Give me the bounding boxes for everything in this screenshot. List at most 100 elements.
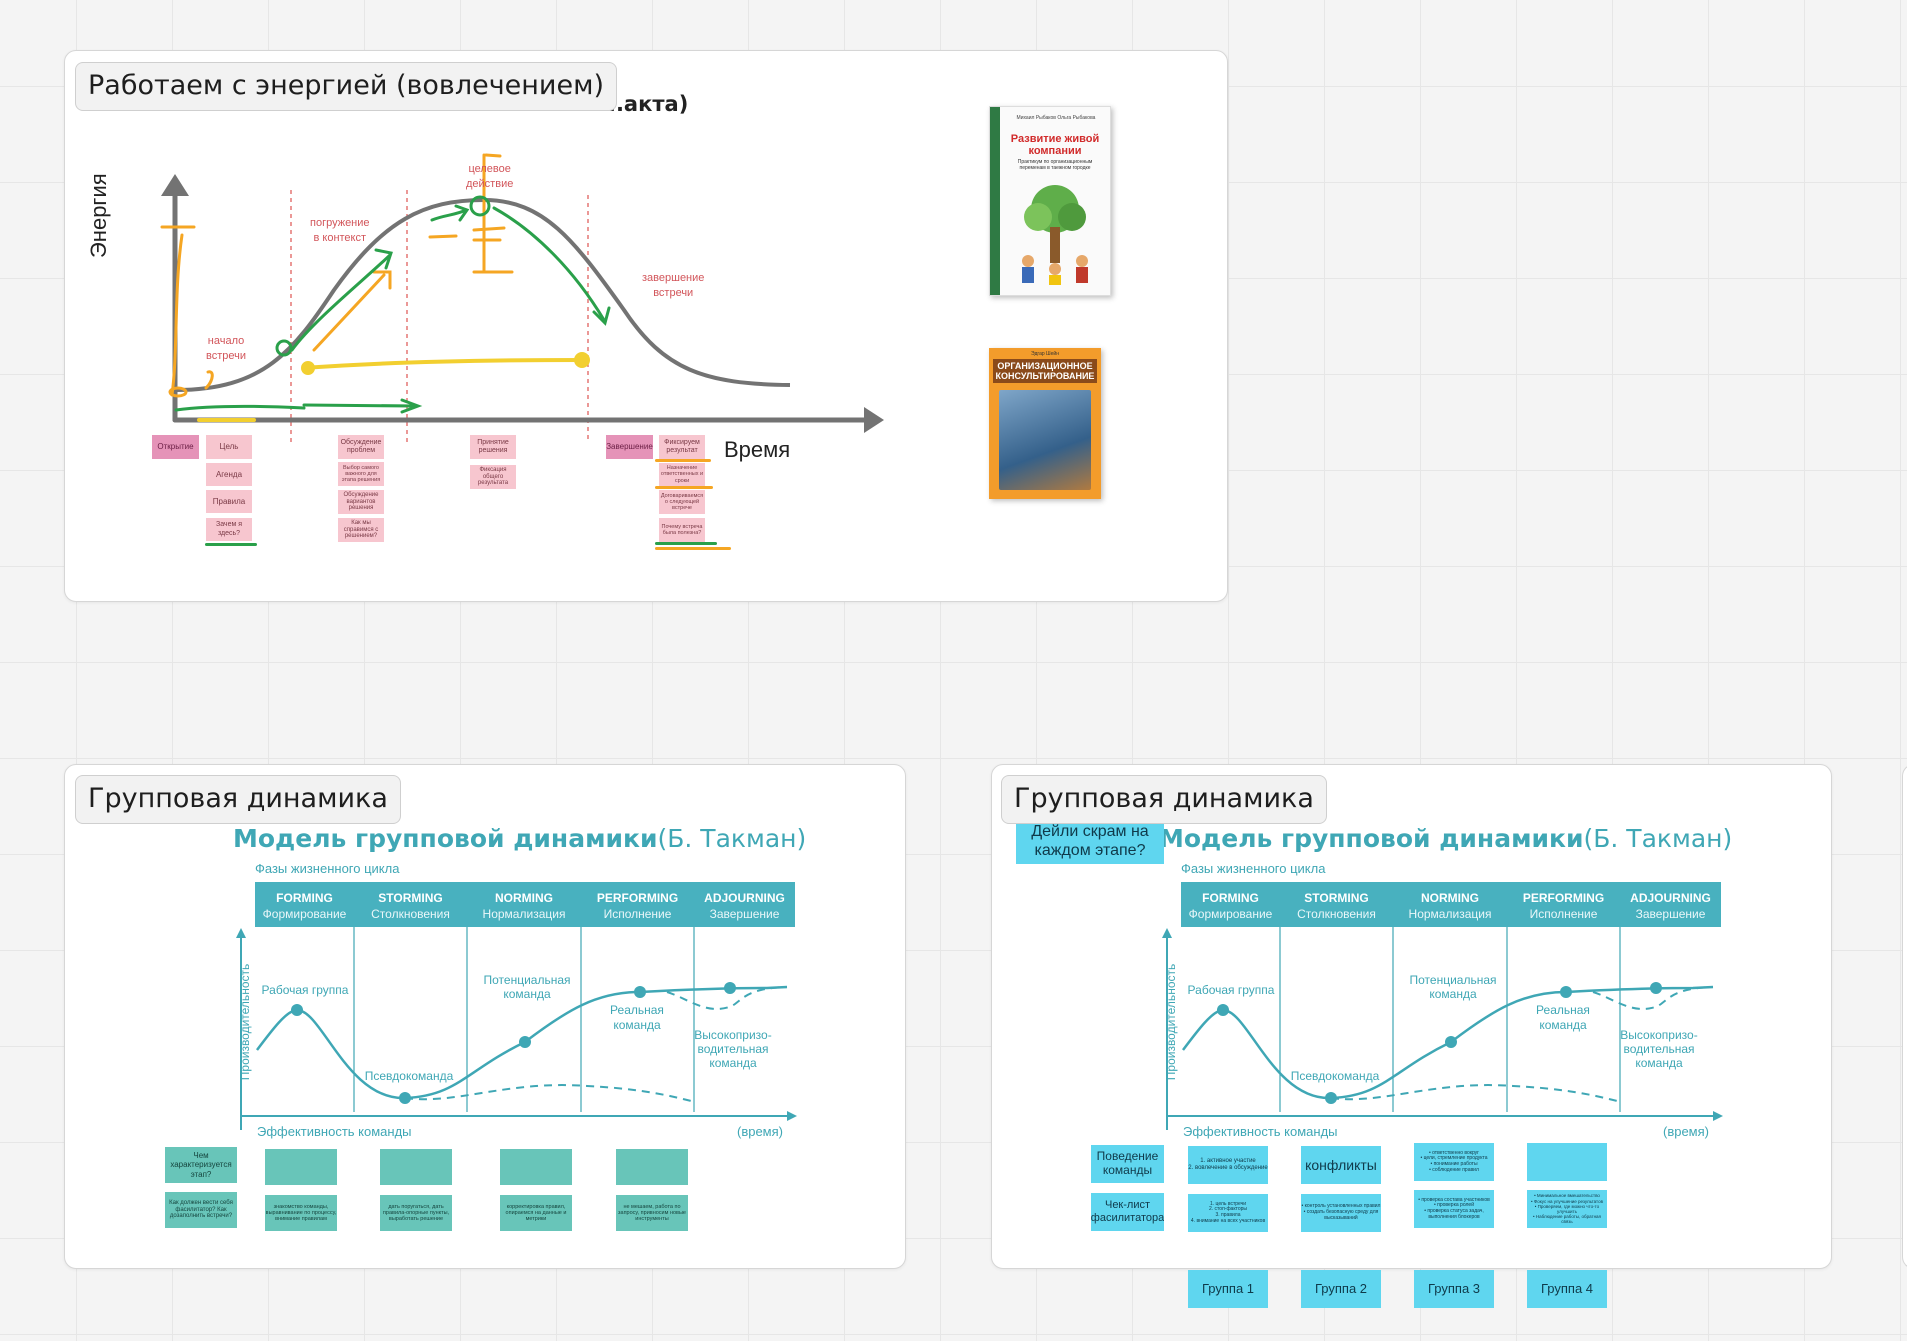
sticky-norming-checklist[interactable]: • проверка состава участников • проверка…	[1414, 1190, 1494, 1228]
sticky-performing-blank[interactable]	[616, 1149, 688, 1185]
sticky-daily-scrum[interactable]: Дейли скрам на каждом этапе?	[1016, 812, 1164, 864]
tuckman-title-right: Модель групповой динамики(Б. Такман)	[1159, 824, 1733, 853]
sticky-group-3[interactable]: Группа 3	[1414, 1270, 1494, 1308]
sticky-fix-result[interactable]: Фиксация общего результата	[470, 465, 516, 489]
label-pseudo-team: Псевдокоманда	[365, 1069, 454, 1083]
sticky-agenda[interactable]: Агенда	[206, 463, 252, 486]
sticky-norming-blank[interactable]	[500, 1149, 572, 1185]
sticky-storming-conflicts[interactable]: конфликты	[1301, 1146, 1381, 1184]
phase-adjourning-ru: Завершение	[1636, 907, 1706, 921]
phase-forming-ru: Формирование	[263, 907, 347, 921]
sticky-characteristic[interactable]: Чем характеризуется этап?	[165, 1147, 237, 1183]
tuckman-y-arrow	[1162, 928, 1172, 938]
sticky-decision[interactable]: Принятие решения	[470, 435, 516, 459]
yellow-marker-strokes	[197, 352, 590, 422]
phase-forming-en: FORMING	[276, 891, 333, 905]
label-potential-team: Потенциальная	[1410, 973, 1497, 987]
sticky-performing-checklist[interactable]: • Минимальное вмешательство • Фокус на у…	[1527, 1190, 1607, 1228]
frame-title-dynamics-right[interactable]: Групповая динамика	[1001, 775, 1327, 824]
sticky-group-1[interactable]: Группа 1	[1188, 1270, 1268, 1308]
label-real-team: команда	[1539, 1018, 1587, 1032]
sticky-facilitator[interactable]: Как должен вести себя фасилитатор? Как д…	[165, 1192, 237, 1228]
phase-norming-en: NORMING	[1421, 891, 1479, 905]
book1-authors: Михаил Рыбаков Ольга Рыбакова	[1016, 115, 1096, 121]
sticky-rules[interactable]: Правила	[206, 490, 252, 513]
sticky-group-4[interactable]: Группа 4	[1527, 1270, 1607, 1308]
green-underline-useful	[655, 542, 717, 545]
sticky-discuss[interactable]: Обсуждение проблем	[338, 435, 384, 459]
sticky-storming-blank[interactable]	[380, 1149, 452, 1185]
sticky-discuss-options[interactable]: Обсуждение вариантов решения	[338, 490, 384, 514]
frame-dynamics-left[interactable]	[64, 764, 906, 1269]
label-real-team: команда	[613, 1018, 661, 1032]
tuckman-x-unit: (время)	[1663, 1124, 1709, 1139]
label-high-performance: водительная	[1623, 1042, 1694, 1056]
label-high-performance: водительная	[697, 1042, 768, 1056]
sticky-performing-behavior[interactable]	[1527, 1143, 1607, 1181]
point-working-group	[1217, 1004, 1229, 1016]
sticky-norming-note[interactable]: корректировка правил, опираемся на данны…	[500, 1195, 572, 1231]
offscreen-frame-edge[interactable]	[1902, 764, 1907, 1269]
phase-adjourning-en: ADJOURNING	[704, 891, 785, 905]
label-pseudo-team: Псевдокоманда	[1291, 1069, 1380, 1083]
sticky-record[interactable]: Фиксируем результат	[659, 435, 705, 459]
sticky-group-2[interactable]: Группа 2	[1301, 1270, 1381, 1308]
tuckman-svg-left: FORMINGФормированиеSTORMINGСтолкновенияN…	[236, 882, 797, 1139]
phase-performing-ru: Исполнение	[604, 907, 672, 921]
label-potential-team: команда	[503, 987, 551, 1001]
label-real-team: Реальная	[1536, 1003, 1590, 1017]
sticky-goal[interactable]: Цель	[206, 435, 252, 459]
sticky-choose[interactable]: Выбор самого важного для этапа решения	[338, 462, 384, 486]
x-axis-arrow	[864, 407, 884, 433]
green-underline-why	[205, 543, 257, 546]
sticky-facilitator-checklist[interactable]: Чек-лист фасилитатора	[1091, 1193, 1164, 1231]
point-high-performance	[724, 982, 736, 994]
book1-title: Развитие живой компании	[1010, 133, 1100, 157]
sticky-closing[interactable]: Завершение	[606, 435, 653, 459]
tuckman-axes	[240, 932, 787, 1130]
sticky-storming-checklist[interactable]: • контроль установленных правил • создат…	[1301, 1194, 1381, 1232]
sticky-norming-behavior[interactable]: • ответственно вокруг • цели, стремление…	[1414, 1143, 1494, 1181]
tuckman-axes	[1166, 932, 1713, 1130]
sticky-forming-note[interactable]: знакомство команды, выравнивание по проц…	[265, 1195, 337, 1231]
label-high-performance: команда	[1635, 1056, 1683, 1070]
phase-forming-ru: Формирование	[1189, 907, 1273, 921]
phase-header-band	[1181, 882, 1721, 927]
phase-norming-ru: Нормализация	[483, 907, 566, 921]
label-working-group: Рабочая группа	[1188, 983, 1275, 997]
point-real-team	[1560, 986, 1572, 998]
sticky-forming-behavior[interactable]: 1. активное участие 2. вовлечение в обсу…	[1188, 1146, 1268, 1184]
sticky-opening[interactable]: Открытие	[152, 435, 199, 459]
alternative-curve	[404, 986, 788, 1103]
book-org-consulting[interactable]: Эдгар Шейн ОРГАНИЗАЦИОННОЕ КОНСУЛЬТИРОВА…	[989, 348, 1101, 499]
phase-norming-ru: Нормализация	[1409, 907, 1492, 921]
sticky-storming-note[interactable]: дать поругаться, дать правила-опорные пу…	[380, 1195, 452, 1231]
tuckman-y-label: Производительность	[238, 964, 252, 1080]
phase-dividers	[290, 190, 589, 442]
sticky-performing-note[interactable]: не мешаем, работа по запросу, привносим …	[616, 1195, 688, 1231]
orange-underline-assign	[655, 486, 713, 489]
book2-title: ОРГАНИЗАЦИОННОЕ КОНСУЛЬТИРОВАНИЕ	[993, 359, 1097, 383]
point-pseudo-team	[1325, 1092, 1337, 1104]
phase-adjourning-en: ADJOURNING	[1630, 891, 1711, 905]
sticky-how-cope[interactable]: Как мы справимся с решением?	[338, 518, 384, 542]
sticky-forming-blank[interactable]	[265, 1149, 337, 1185]
sticky-was-useful[interactable]: Почему встреча была полезна?	[659, 518, 705, 542]
sticky-why-here[interactable]: Зачем я здесь?	[206, 518, 252, 541]
alternative-curve	[1330, 986, 1714, 1103]
frame-title-dynamics-left[interactable]: Групповая динамика	[75, 775, 401, 824]
sticky-forming-checklist[interactable]: 1. цель встречи 2. стоп-факторы 3. прави…	[1188, 1194, 1268, 1232]
book-living-company[interactable]: Михаил Рыбаков Ольга Рыбакова Развитие ж…	[989, 106, 1111, 296]
point-potential-team	[519, 1036, 531, 1048]
phase-performing-ru: Исполнение	[1530, 907, 1598, 921]
frame-title-energy[interactable]: Работаем с энергией (вовлечением)	[75, 62, 617, 111]
sticky-team-behavior[interactable]: Поведение команды	[1091, 1145, 1164, 1183]
tuckman-title-left: Модель групповой динамики(Б. Такман)	[233, 824, 807, 853]
sticky-next-meeting[interactable]: Договариваемся о следующей встрече	[659, 490, 705, 514]
orange-underline-record	[655, 459, 711, 462]
sticky-assign[interactable]: Назначение ответственных и сроки	[659, 463, 705, 486]
